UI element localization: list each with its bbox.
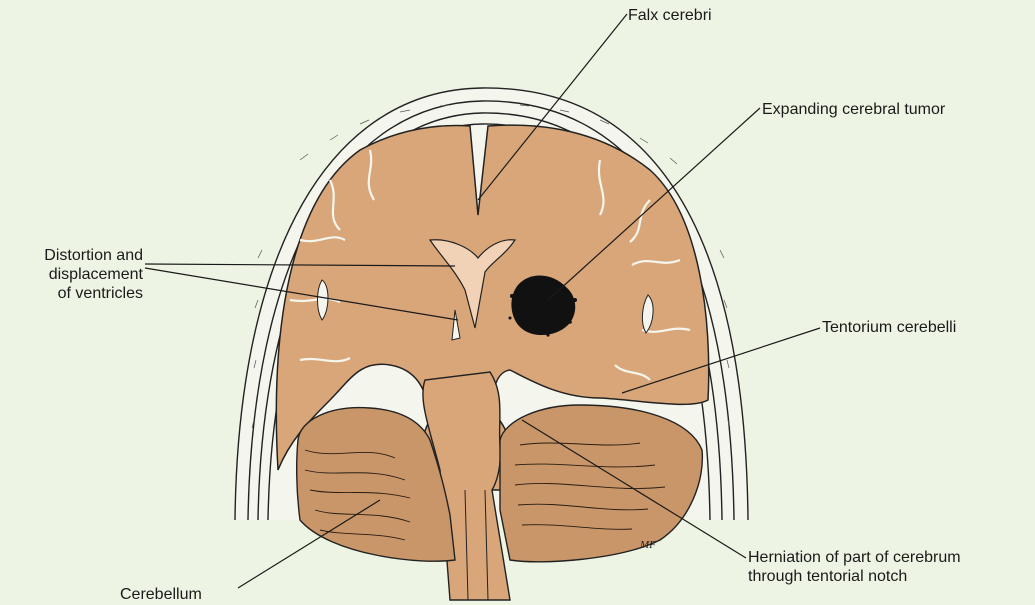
label-ventricles-line2: displacement (0, 265, 143, 284)
label-cerebellum: Cerebellum (120, 585, 202, 604)
label-herniation-line1: Herniation of part of cerebrum (748, 548, 961, 567)
artist-signature: MF (639, 539, 656, 551)
label-herniation: Herniation of part of cerebrum through t… (748, 548, 961, 586)
label-ventricles-line1: Distortion and (0, 246, 143, 265)
label-ventricles: Distortion and displacement of ventricle… (0, 246, 143, 303)
label-herniation-line2: through tentorial notch (748, 567, 961, 586)
label-expanding-tumor: Expanding cerebral tumor (762, 100, 945, 119)
label-falx-cerebri: Falx cerebri (628, 6, 712, 25)
label-tentorium-cerebelli: Tentorium cerebelli (822, 318, 956, 337)
label-ventricles-line3: of ventricles (0, 284, 143, 303)
